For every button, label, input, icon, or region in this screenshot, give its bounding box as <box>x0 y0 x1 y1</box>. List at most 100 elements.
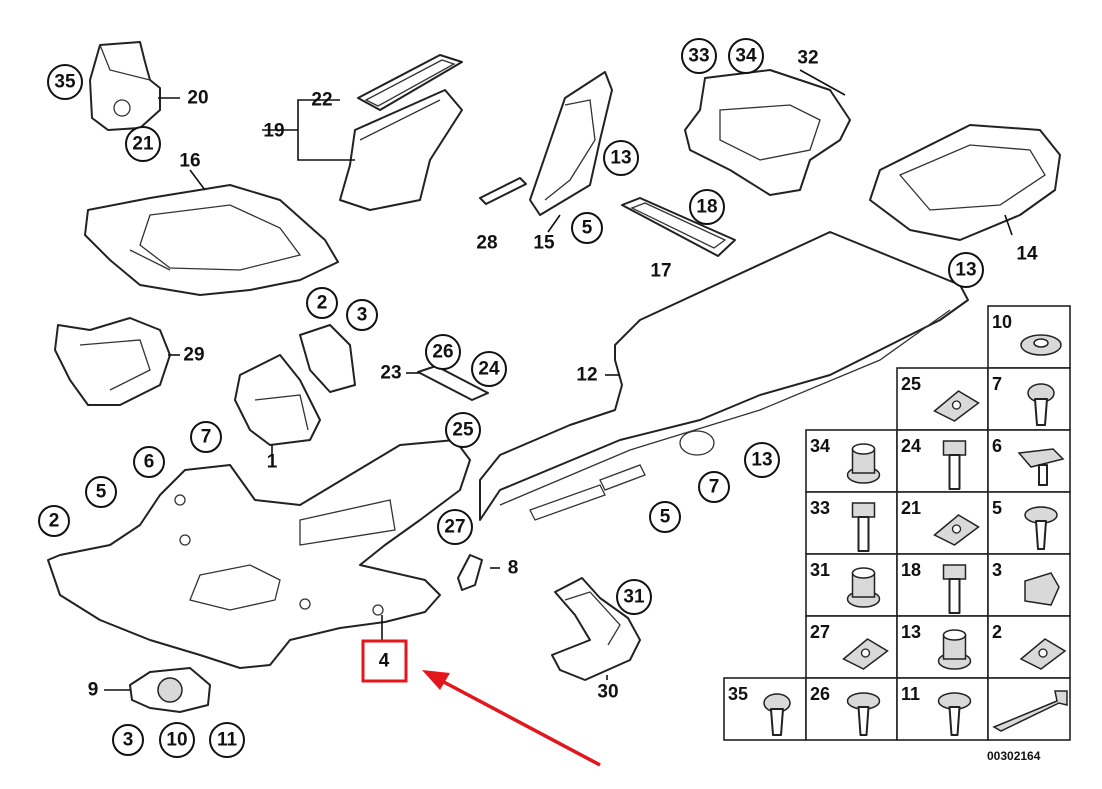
callout-number: 23 <box>380 363 401 384</box>
callout-number: 3 <box>357 305 368 326</box>
callout-number: 7 <box>709 477 720 498</box>
callout-circle <box>689 189 725 225</box>
fastener-number: 5 <box>992 498 1002 518</box>
part-bracket-30 <box>551 577 641 681</box>
speed-nut-icon <box>1019 638 1067 670</box>
callout-number: 5 <box>582 218 593 239</box>
callout-26a: 26 <box>425 334 461 370</box>
callout-30: 30 <box>597 682 618 703</box>
hex-bolt-icon <box>942 564 967 614</box>
part-mount-9 <box>129 667 211 713</box>
washer-screw-icon <box>1024 506 1058 550</box>
callout-11a: 11 <box>209 722 245 758</box>
callout-13a: 13 <box>603 140 639 176</box>
callout-7a: 7 <box>190 421 222 453</box>
fastener-cell-21: 21 <box>896 491 989 555</box>
callout-number: 7 <box>201 427 212 448</box>
fastener-number: 7 <box>992 374 1002 394</box>
part-wheel-arch-16 <box>84 184 339 296</box>
fastener-number: 33 <box>810 498 830 518</box>
fastener-number: 24 <box>901 436 921 456</box>
callout-circle <box>948 252 984 288</box>
callout-circle <box>681 38 717 74</box>
fastener-number: 6 <box>992 436 1002 456</box>
callout-circle <box>306 287 338 319</box>
fastener-cell-frame <box>896 677 989 741</box>
callout-27a: 27 <box>437 509 473 545</box>
fastener-cell-27: 27 <box>805 615 898 679</box>
callout-circle <box>649 501 681 533</box>
callout-circle <box>445 412 481 448</box>
callout-29: 29 <box>183 345 204 366</box>
washer-screw-icon <box>846 692 881 736</box>
callout-19: 19 <box>263 121 284 142</box>
callout-circle <box>133 446 165 478</box>
fastener-cell-frame <box>805 553 898 617</box>
callout-number: 17 <box>650 261 671 282</box>
callout-number: 13 <box>610 148 631 169</box>
callout-17: 17 <box>650 261 671 282</box>
fastener-number: 35 <box>728 684 748 704</box>
part-bracket-20 <box>89 41 161 131</box>
callout-12: 12 <box>576 365 597 386</box>
callout-number: 13 <box>751 450 772 471</box>
callout-number: 20 <box>187 88 208 109</box>
callout-number: 30 <box>597 682 618 703</box>
part-clip-8 <box>457 554 483 591</box>
fastener-cell-10: 10 <box>987 305 1071 369</box>
callout-circle <box>616 579 652 615</box>
callout-23: 23 <box>380 363 401 384</box>
callout-14: 14 <box>1016 244 1038 265</box>
fastener-number: 31 <box>810 560 830 580</box>
callout-number: 28 <box>476 233 497 254</box>
callout-31a: 31 <box>616 579 652 615</box>
fastener-cell-frame <box>805 491 898 555</box>
callout-1: 1 <box>267 452 278 473</box>
callout-circle <box>159 722 195 758</box>
clip-nut-icon <box>842 638 889 670</box>
callout-number: 31 <box>623 587 645 608</box>
clip-nut-icon <box>933 390 980 422</box>
fastener-cell-2: 2 <box>987 615 1071 679</box>
fastener-number: 21 <box>901 498 921 518</box>
leader-lines <box>104 69 1013 691</box>
fastener-cell-13: 13 <box>896 615 989 679</box>
fastener-cell-31: 31 <box>805 553 898 617</box>
callout-number: 15 <box>533 233 555 254</box>
fastener-cell-3: 3 <box>987 553 1071 617</box>
callout-24a: 24 <box>471 351 507 387</box>
callout-5a: 5 <box>571 212 603 244</box>
callout-33a: 33 <box>681 38 717 74</box>
fastener-number: 25 <box>901 374 921 394</box>
fastener-number: 3 <box>992 560 1002 580</box>
part-air-duct-19 <box>339 54 463 211</box>
callout-number: 4 <box>379 651 390 672</box>
part-bracket-23 <box>417 365 489 401</box>
callout-8: 8 <box>508 558 519 579</box>
callout-21a: 21 <box>125 126 161 162</box>
callout-3a: 3 <box>346 299 378 331</box>
callout-number: 1 <box>267 452 278 473</box>
expansion-rivet-icon <box>1027 383 1055 426</box>
fastener-cell-11: 11 <box>896 677 989 741</box>
fastener-cell-33: 33 <box>805 491 898 555</box>
part-bracket-29 <box>54 317 171 406</box>
fastener-cell-18: 18 <box>896 553 989 617</box>
callout-circle <box>38 505 70 537</box>
callout-number: 35 <box>54 72 76 93</box>
callout-number: 19 <box>263 121 284 142</box>
callout-circle <box>190 421 222 453</box>
fastener-cell-arrow <box>987 677 1071 741</box>
callout-2a: 2 <box>306 287 338 319</box>
callout-number: 12 <box>576 365 597 386</box>
callout-circle <box>471 351 507 387</box>
fastener-cell-35: 35 <box>723 677 807 741</box>
part-bracket-1 <box>234 324 356 446</box>
fastener-number: 26 <box>810 684 830 704</box>
fastener-number: 11 <box>901 684 920 704</box>
callout-28: 28 <box>476 233 497 254</box>
fastener-cell-frame <box>896 553 989 617</box>
callout-20: 20 <box>187 88 208 109</box>
callout-number: 14 <box>1016 244 1038 265</box>
